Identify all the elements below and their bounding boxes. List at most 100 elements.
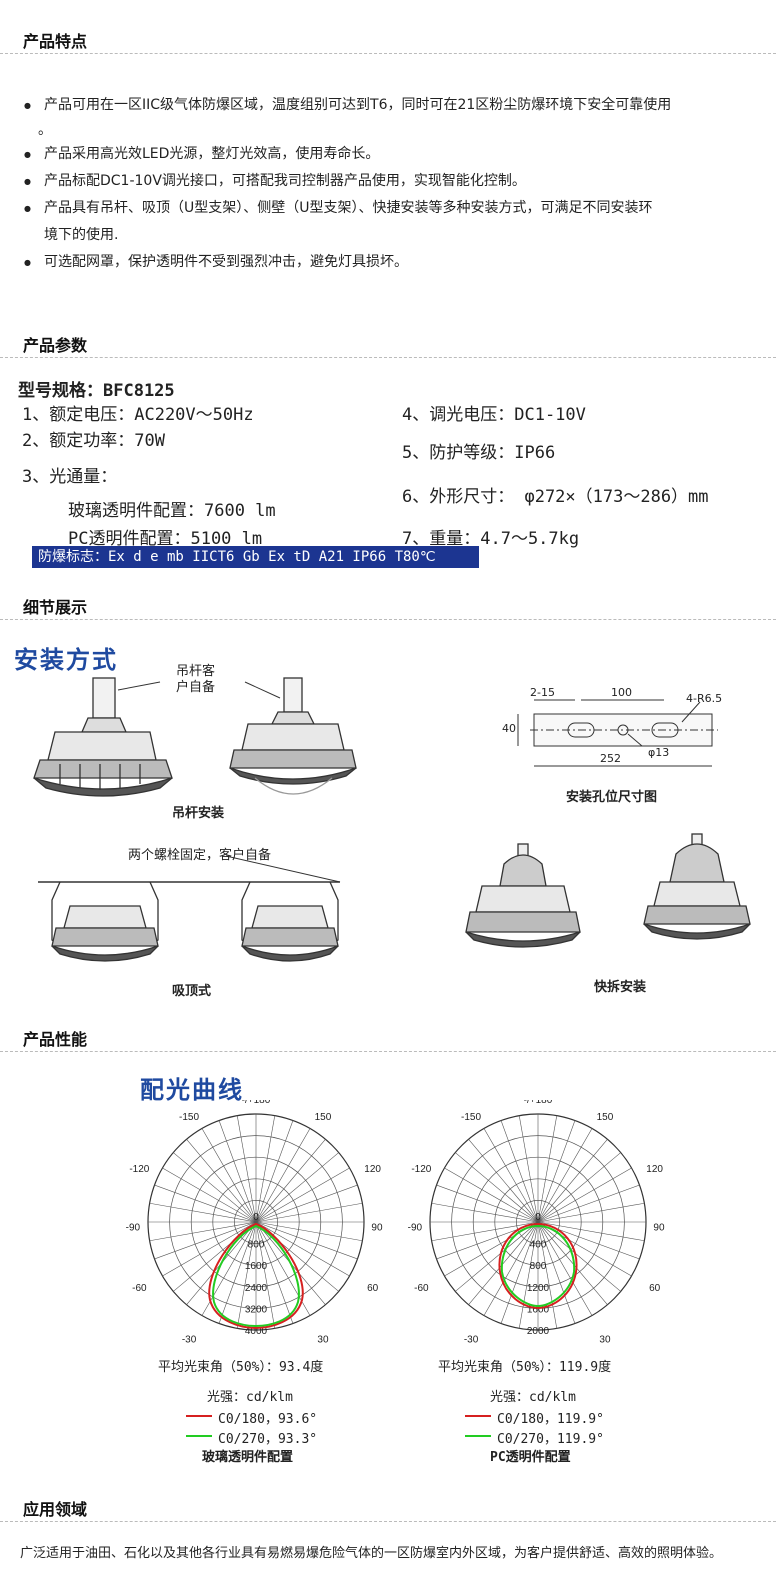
polar-spoke [162,1221,257,1277]
legend-green-pc: C0/270，119.9° [497,1432,604,1447]
polar-spoke [537,1221,558,1329]
params-heading: 产品参数 [23,336,88,355]
polar-angle-label: -150 [461,1112,481,1123]
polar-spoke [236,1115,257,1223]
performance-section-header: 产品性能 [0,1018,776,1052]
rod-mount-light-left [33,677,173,797]
hole-dimension-drawing [517,699,718,767]
polar-angle-label: -120 [411,1164,431,1175]
rod-note: 吊杆客户自备 [176,664,216,695]
polar-spoke [468,1139,539,1223]
polar-spoke [149,1202,257,1223]
polar-spoke [154,1184,257,1223]
polar-spoke [483,1221,539,1316]
polar-spoke [518,1115,539,1223]
polar-angle-label: 90 [653,1222,665,1233]
polar-angle-label: -30 [464,1335,479,1346]
ceiling-mount-light-right [241,881,339,962]
polar-spoke [537,1221,608,1305]
polar-angle-label: -60 [132,1283,147,1294]
legend-red-glass: C0/180，93.6° [218,1412,318,1427]
polar-angle-label: 150 [597,1112,614,1123]
legend-swatches [186,1415,491,1437]
dim-label-100: 100 [611,686,632,699]
install-title: 安装方式 [14,646,118,674]
polar-spoke [255,1202,363,1223]
polar-spoke [201,1128,257,1223]
polar-radial-label: 2400 [245,1283,268,1294]
polar-spoke [468,1221,539,1305]
legend-green-glass: C0/270，93.3° [218,1432,318,1447]
polar-curve-green [212,1224,300,1328]
feature-item: 可选配网罩，保护透明件不受到强烈冲击，避免灯具损坏。 [24,249,754,276]
polar-curve-red [498,1222,578,1310]
polar-angle-label: 120 [364,1164,381,1175]
polar-spoke [255,1184,358,1223]
polar-spoke [236,1221,257,1329]
caption-pc: PC透明件配置 [490,1450,571,1465]
polar-spoke [444,1167,539,1223]
polar-spoke [255,1128,311,1223]
polar-angle-label: -/+180 [242,1100,271,1106]
param-size: 6、外形尺寸： φ272×（173～286）mm [402,487,709,507]
polar-spoke [255,1221,363,1242]
beam-angle-pc: 平均光束角（50%）：119.9度 [438,1360,612,1375]
polar-spoke [537,1128,593,1223]
polar-angle-label: -90 [126,1222,141,1233]
polar-spoke [255,1221,276,1329]
polar-spoke [431,1202,539,1223]
polar-spoke [500,1120,539,1223]
polar-spoke [537,1184,640,1223]
polar-spoke [537,1202,645,1223]
application-heading: 应用领域 [23,1500,88,1519]
polar-spoke [537,1221,621,1292]
quick-mount-light-left [465,843,581,948]
polar-angle-label: 30 [317,1335,329,1346]
dim-label-252: 252 [600,752,621,765]
polar-spoke [255,1152,339,1223]
polar-spoke [255,1221,358,1260]
performance-heading: 产品性能 [23,1030,88,1049]
rod-mount-caption: 吊杆安装 [172,806,225,821]
unit-pc: 光强：cd/klm [490,1390,576,1405]
polar-radial-label: 800 [248,1240,265,1251]
polar-radial-label: 3200 [245,1304,268,1315]
quick-mount-caption: 快拆安装 [594,980,647,995]
polar-spoke [255,1120,294,1223]
curves-title: 配光曲线 [140,1076,244,1104]
polar-spoke [537,1221,593,1316]
polar-angle-label: -90 [408,1222,423,1233]
polar-spoke [255,1221,350,1277]
ceiling-mount-light-left [51,881,159,962]
caption-glass: 玻璃透明件配置 [202,1450,294,1465]
ceiling-mount-caption: 吸顶式 [172,984,212,999]
features-section-header: 产品特点 [0,20,776,54]
polar-spoke [537,1115,558,1223]
params-section-header: 产品参数 [0,324,776,358]
params-block: 型号规格：BFC8125 1、额定电压：AC220V～50Hz 2、额定功率：7… [0,376,776,572]
dim-label-phi13: φ13 [648,746,670,759]
param-power: 2、额定功率：70W [22,431,165,451]
polar-angle-label: -/+180 [524,1100,553,1106]
polar-angle-label: 30 [599,1335,611,1346]
param-flux: 3、光通量： [22,467,118,487]
polar-spoke [255,1167,350,1223]
dim-label-r65: 4-R6.5 [686,692,723,705]
param-flux-pc: PC透明件配置：5100 lm [68,529,263,549]
param-voltage: 1、额定电压：AC220V～50Hz [22,405,254,425]
polar-spoke [455,1152,539,1223]
hole-dimension-caption: 安装孔位尺寸图 [566,790,658,805]
polar-spoke [255,1139,326,1223]
polar-spoke [483,1128,539,1223]
polar-angle-label: -30 [182,1335,197,1346]
polar-spoke [537,1167,632,1223]
param-weight: 7、重量：4.7～5.7kg [402,529,580,549]
polar-spoke [537,1139,608,1223]
model-spec: 型号规格：BFC8125 [18,381,175,401]
polar-angle-label: -150 [179,1112,199,1123]
param-ip: 5、防护等级：IP66 [402,443,556,463]
polar-radial-label: 400 [530,1240,547,1251]
ex-mark-bar: 防爆标志：Ex d e mb IICT6 Gb Ex tD A21 IP66 T… [32,546,479,568]
polar-spoke [431,1221,539,1242]
polar-spoke [436,1184,539,1223]
